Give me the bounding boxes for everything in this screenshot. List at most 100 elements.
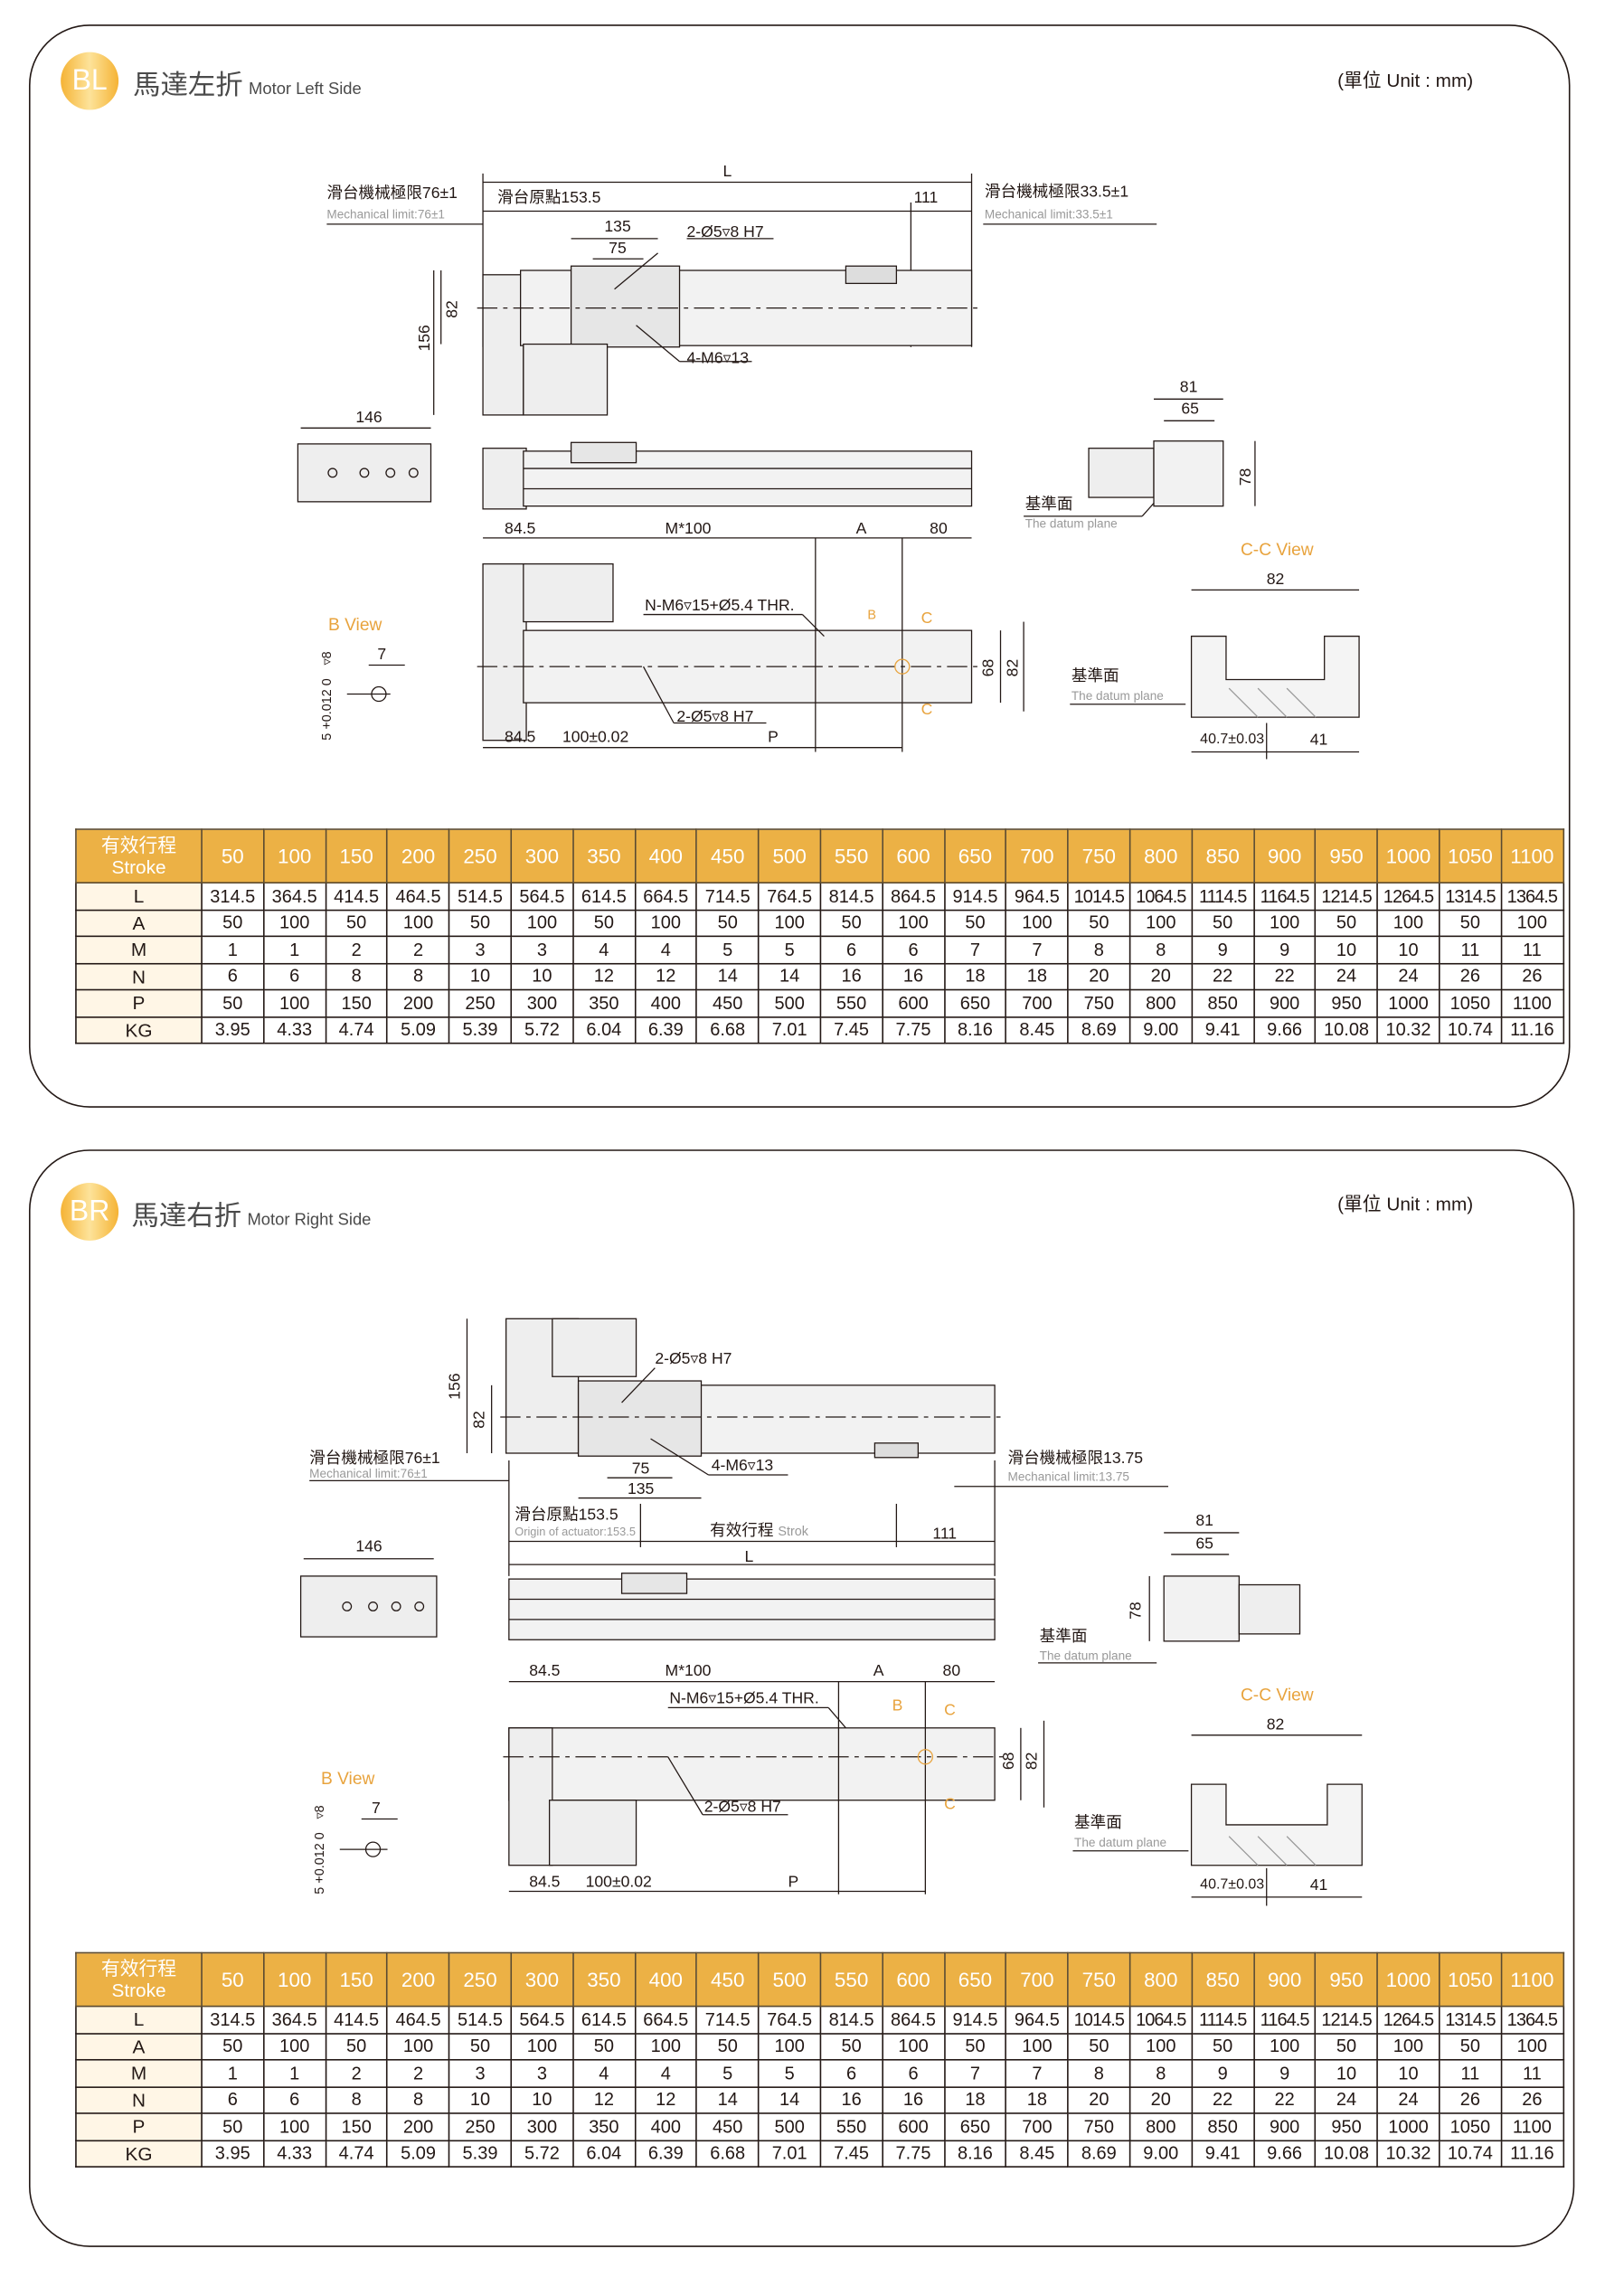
table-cell: 500 xyxy=(758,2112,822,2141)
table-cell: 16 xyxy=(882,2085,946,2114)
table-cell: 6 xyxy=(819,2058,883,2088)
table-cell: 50 xyxy=(571,908,636,938)
table-cell: 1 xyxy=(201,2058,265,2088)
table-cell: 14 xyxy=(695,962,760,991)
stroke-value: 700 xyxy=(1005,1951,1069,2008)
row-label: L xyxy=(75,2005,203,2034)
table-cell: 6.04 xyxy=(571,1016,636,1044)
stroke-value: 250 xyxy=(448,1951,513,2008)
table-cell: 1364.5 xyxy=(1500,882,1564,911)
table-cell: 8.45 xyxy=(1005,2139,1069,2168)
table-cell: 12 xyxy=(634,2085,698,2114)
table-cell: 20 xyxy=(1067,2085,1131,2114)
bl-title-en: Motor Left Side xyxy=(249,80,362,99)
table-cell: 50 xyxy=(201,2112,265,2141)
br-origin: 滑台原點153.5 xyxy=(515,1507,618,1525)
br-mech-left-en: Mechanical limit:76±1 xyxy=(309,1466,428,1481)
br-cc-41: 41 xyxy=(1309,1876,1328,1894)
br-dim-m100: M*100 xyxy=(665,1662,712,1681)
stroke-value: 850 xyxy=(1191,1951,1255,2008)
table-cell: 50 xyxy=(695,2032,760,2061)
table-cell: 800 xyxy=(1128,2112,1193,2141)
table-cell: 850 xyxy=(1191,988,1255,1017)
stroke-value: 500 xyxy=(758,828,822,883)
table-cell: 100 xyxy=(386,2032,450,2061)
table-cell: 3 xyxy=(510,2058,574,2088)
table-cell: 2 xyxy=(325,2058,389,2088)
stroke-value: 650 xyxy=(943,1951,1007,2008)
table-cell: 14 xyxy=(695,2085,760,2114)
table-cell: 10 xyxy=(1315,2058,1379,2088)
table-cell: 100 xyxy=(634,2032,698,2061)
table-cell: 5.39 xyxy=(448,2139,513,2168)
table-cell: 50 xyxy=(695,908,760,938)
table-cell: 1100 xyxy=(1500,2112,1564,2141)
table-cell: 414.5 xyxy=(325,2005,389,2034)
row-label: A xyxy=(75,908,203,938)
stroke-value: 350 xyxy=(571,1951,636,2008)
br-mech-right-en: Mechanical limit:13.75 xyxy=(1007,1469,1129,1484)
table-cell: 1 xyxy=(262,2058,326,2088)
row-label: N xyxy=(75,2085,203,2114)
bl-cc-datum-en: The datum plane xyxy=(1071,688,1164,704)
table-cell: 950 xyxy=(1315,2112,1379,2141)
br-dim-156: 156 xyxy=(447,1373,465,1400)
bl-dim-75: 75 xyxy=(609,240,627,258)
br-cc-datum: 基準面 xyxy=(1074,1814,1122,1832)
stroke-value: 1100 xyxy=(1500,1951,1564,2008)
table-cell: 5 xyxy=(758,935,822,964)
table-cell: 8.16 xyxy=(943,2139,1007,2168)
table-cell: 100 xyxy=(510,2032,574,2061)
table-cell: 6.68 xyxy=(695,2139,760,2168)
table-cell: 400 xyxy=(634,2112,698,2141)
table-cell: 964.5 xyxy=(1005,2005,1069,2034)
table-cell: 7.75 xyxy=(882,1016,946,1044)
bl-dim-135: 135 xyxy=(604,218,631,236)
table-cell: 1364.5 xyxy=(1500,2005,1564,2034)
table-cell: 9 xyxy=(1191,935,1255,964)
table-cell: 20 xyxy=(1128,962,1193,991)
stroke-value: 600 xyxy=(882,828,946,883)
table-cell: 1014.5 xyxy=(1067,882,1131,911)
table-cell: 650 xyxy=(943,2112,1007,2141)
table-cell: 8.69 xyxy=(1067,2139,1131,2168)
table-cell: 26 xyxy=(1500,2085,1564,2114)
stroke-value: 250 xyxy=(448,828,513,883)
stroke-value: 200 xyxy=(386,1951,450,2008)
table-cell: 50 xyxy=(201,2032,265,2061)
table-cell: 9.00 xyxy=(1128,1016,1193,1044)
table-cell: 900 xyxy=(1252,988,1317,1017)
table-cell: 9.66 xyxy=(1252,1016,1317,1044)
table-cell: 8.45 xyxy=(1005,1016,1069,1044)
bl-badge: BL xyxy=(61,52,119,110)
bl-mech-right: 滑台機械極限33.5±1 xyxy=(984,184,1129,202)
table-cell: 100 xyxy=(262,908,326,938)
table-cell: 1264.5 xyxy=(1376,882,1440,911)
table-cell: 11.16 xyxy=(1500,2139,1564,2168)
stroke-value: 900 xyxy=(1252,828,1317,883)
bl-cc-82: 82 xyxy=(1266,571,1285,589)
table-cell: 50 xyxy=(1067,908,1131,938)
row-label: P xyxy=(75,988,203,1017)
bl-pin-label: 2-Ø5▿8 H7 xyxy=(686,223,764,242)
panel-motor-left xyxy=(28,24,1571,1108)
table-cell: 10 xyxy=(1315,935,1379,964)
table-cell: 10 xyxy=(510,962,574,991)
table-cell: 5.09 xyxy=(386,2139,450,2168)
table-cell: 10 xyxy=(510,2085,574,2114)
table-cell: 8 xyxy=(325,2085,389,2114)
table-cell: 5.72 xyxy=(510,1016,574,1044)
table-cell: 1 xyxy=(262,935,326,964)
br-dim-80: 80 xyxy=(942,1662,961,1681)
table-cell: 24 xyxy=(1376,2085,1440,2114)
br-mech-left: 滑台機械極限76±1 xyxy=(309,1450,440,1468)
br-origin-en: Origin of actuator:153.5 xyxy=(515,1525,636,1539)
table-cell: 18 xyxy=(943,2085,1007,2114)
br-bview-tol: 5 +0.012 0 xyxy=(312,1832,327,1894)
stroke-value: 900 xyxy=(1252,1951,1317,2008)
table-cell: 100 xyxy=(1005,908,1069,938)
stroke-header-zh: 有效行程 xyxy=(100,834,177,856)
table-cell: 22 xyxy=(1252,2085,1317,2114)
